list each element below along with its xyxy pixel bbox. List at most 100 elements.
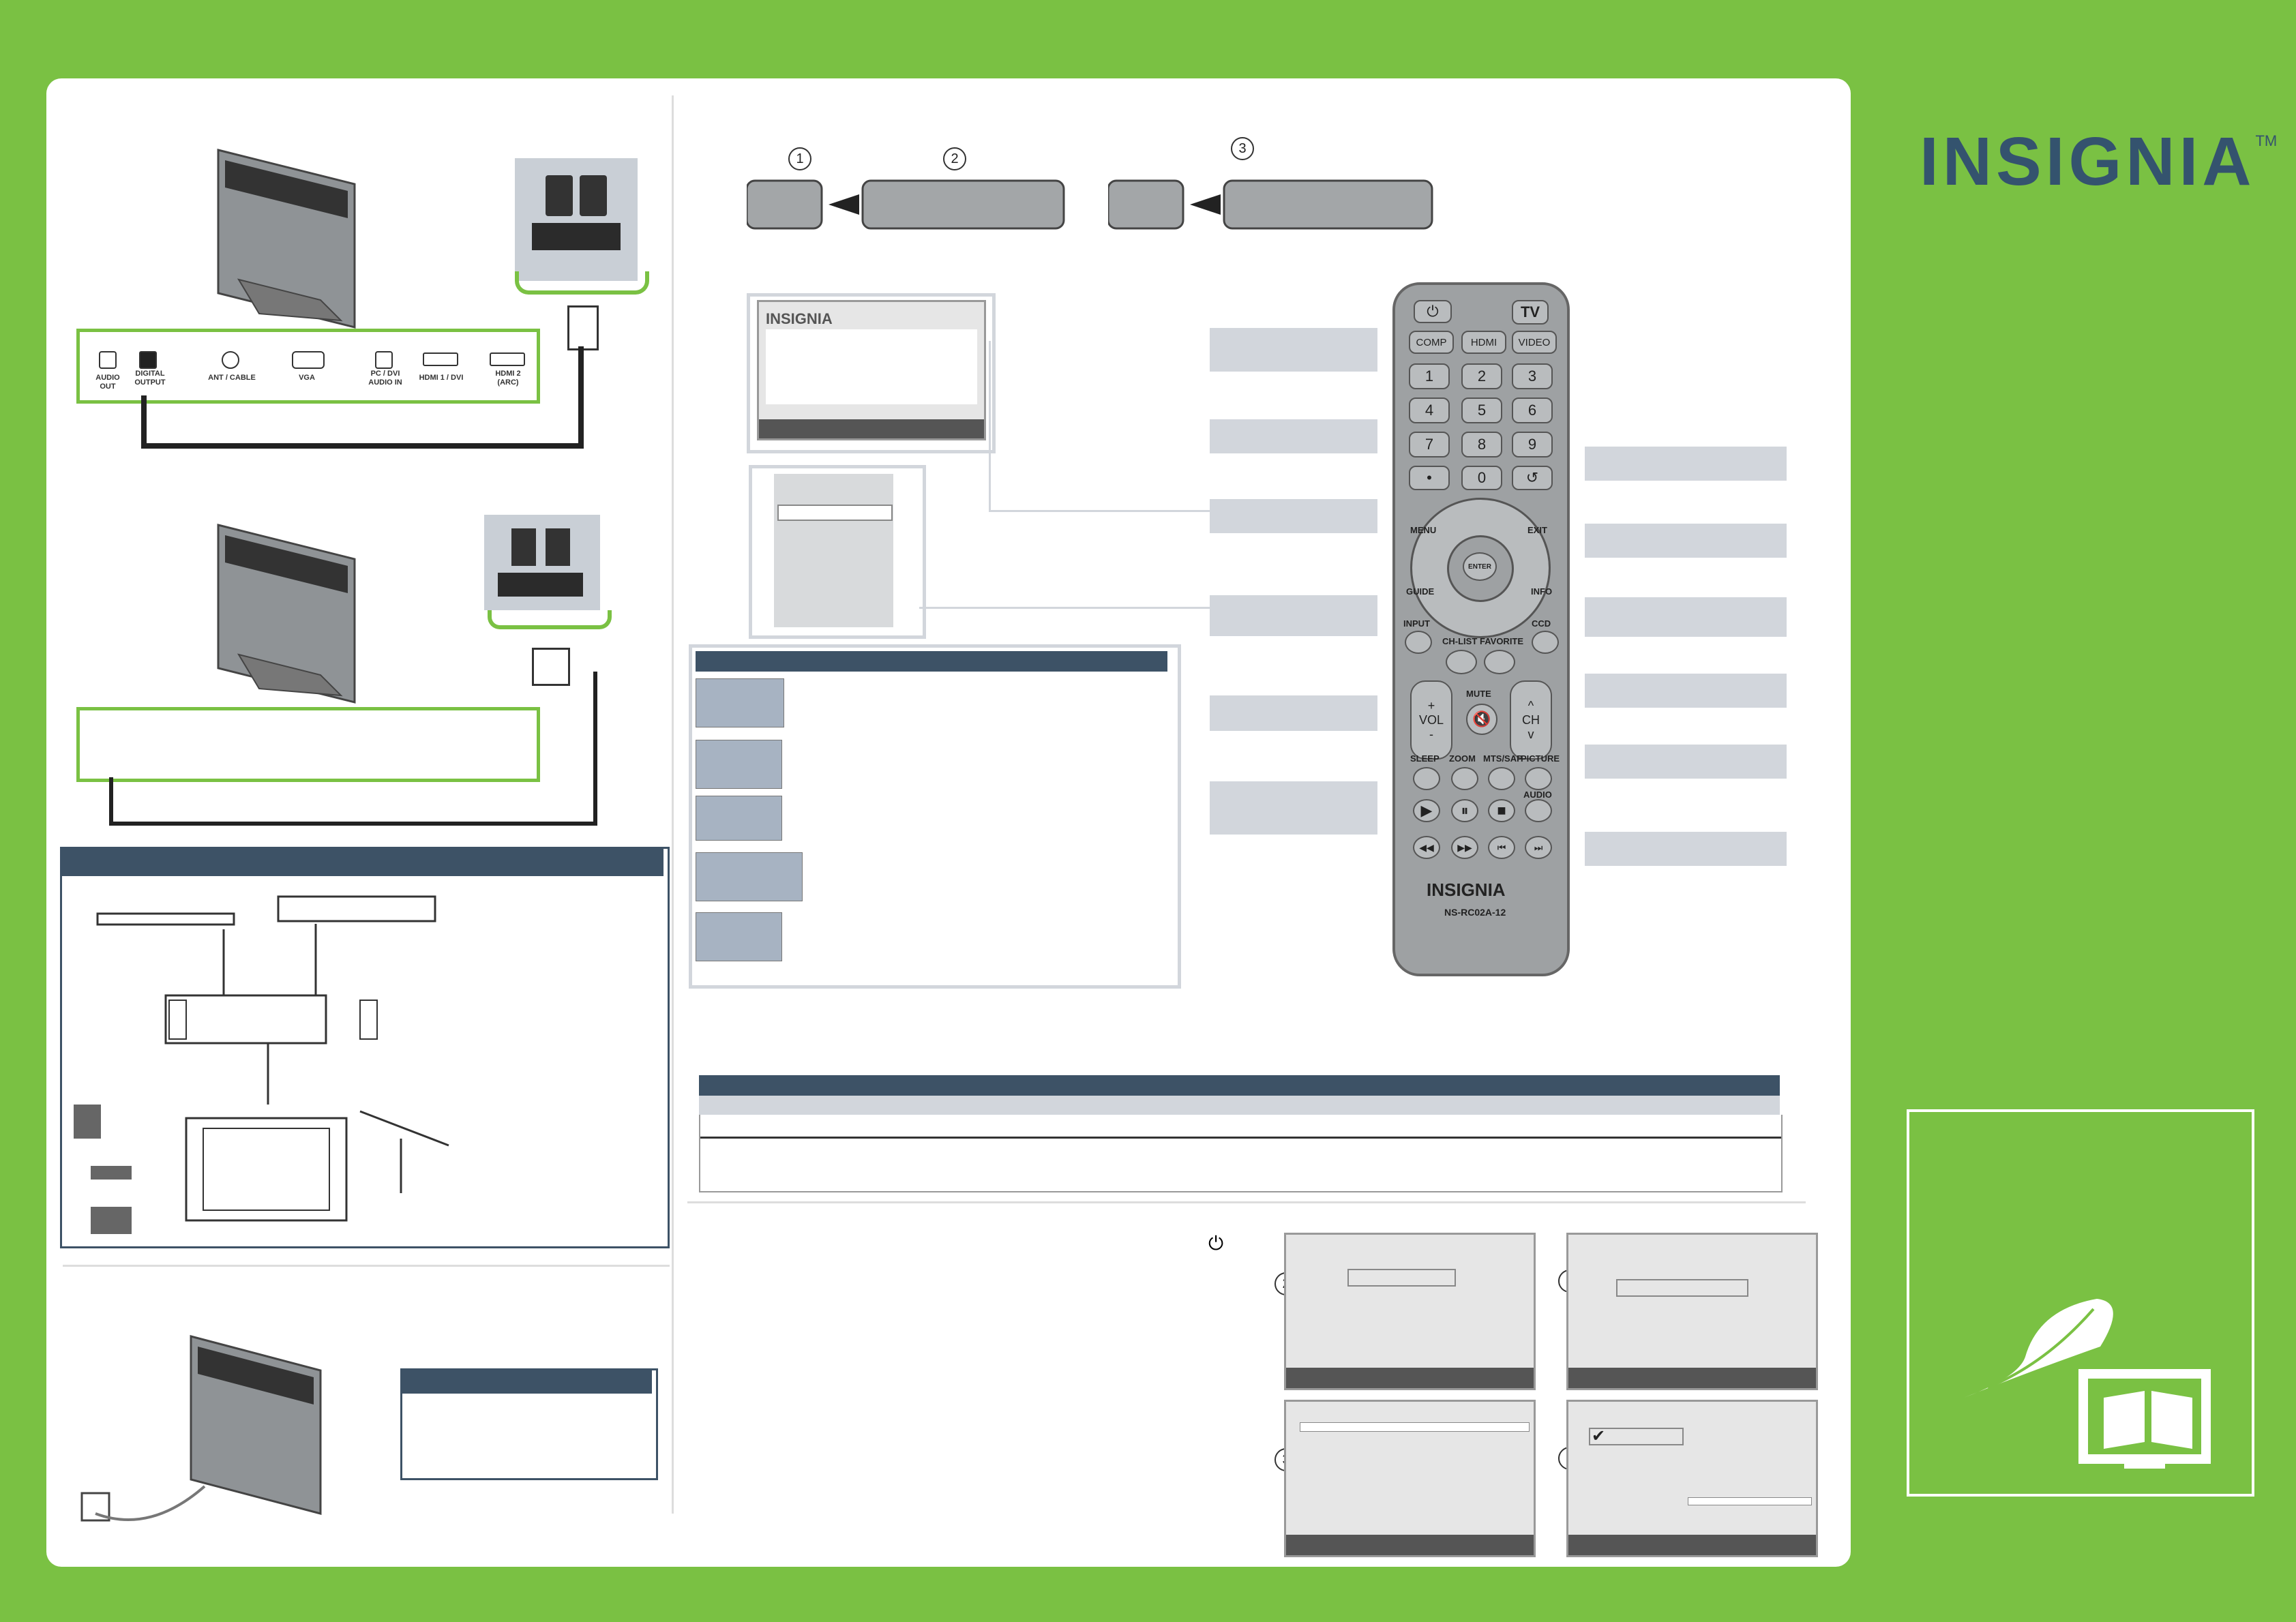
- fast-forward-button[interactable]: ▶▶: [1451, 836, 1478, 859]
- spec-table-header: [699, 1075, 1780, 1096]
- digit-2-button[interactable]: 2: [1461, 363, 1502, 389]
- digit-0-button[interactable]: 0: [1461, 466, 1502, 490]
- menu-screen-3: [1284, 1400, 1536, 1557]
- rewind-button[interactable]: ◀◀: [1413, 836, 1440, 859]
- play-button[interactable]: ▶: [1413, 799, 1440, 822]
- picture-label: PICTURE: [1521, 753, 1560, 764]
- thumb-3: [696, 796, 782, 841]
- exit-label: EXIT: [1527, 525, 1547, 535]
- back-panel-connectors: [76, 329, 540, 404]
- recall-button[interactable]: ↺: [1512, 466, 1553, 490]
- zoom-label: ZOOM: [1449, 753, 1476, 764]
- channel-rocker[interactable]: ^ CH v: [1510, 680, 1552, 760]
- onscreen-menu: INSIGNIA: [757, 300, 986, 440]
- label-box-1: [1210, 328, 1377, 372]
- optical-cable: [578, 346, 584, 449]
- comp-button[interactable]: COMP: [1409, 331, 1454, 354]
- port-label-hdmi1: HDMI 1 / DVI: [419, 374, 464, 382]
- zoom-button[interactable]: [1451, 767, 1478, 790]
- bracket: [515, 271, 649, 295]
- menu-screen-4: [1566, 1233, 1818, 1390]
- optical-cable-bottom: [141, 443, 584, 449]
- digit-3-button[interactable]: 3: [1512, 363, 1553, 389]
- port-label-ant-cable: ANT / CABLE: [208, 374, 256, 382]
- label-box-2: [1210, 419, 1377, 453]
- digital-output-port: [139, 351, 157, 369]
- input-button[interactable]: [1405, 631, 1432, 654]
- section-divider-left: [63, 1265, 670, 1267]
- label-box-r4: [1585, 674, 1787, 708]
- label-box-5: [1210, 695, 1377, 731]
- menu-link-line: [989, 341, 991, 511]
- stop-button[interactable]: ■: [1488, 799, 1515, 822]
- next-button[interactable]: ⏭: [1525, 836, 1552, 859]
- pause-button[interactable]: ⏸: [1451, 799, 1478, 822]
- back-panel-connectors-2: [76, 707, 540, 782]
- system-diagram: [60, 847, 670, 1248]
- menu-illustration-frame: [747, 293, 996, 453]
- tv-back-illustration-2: [184, 518, 361, 709]
- digit-7-button[interactable]: 7: [1409, 432, 1450, 457]
- favorite-button[interactable]: [1484, 650, 1515, 674]
- audio-label: AUDIO: [1523, 790, 1552, 800]
- power-icon: ⏻: [1427, 303, 1439, 320]
- power-icon-inline: ⏻: [1208, 1233, 1224, 1254]
- recall-icon: ↺: [1525, 469, 1539, 486]
- ch-list-button[interactable]: [1446, 650, 1477, 674]
- label-box-r1: [1585, 447, 1787, 481]
- power-button[interactable]: ⏻: [1414, 300, 1452, 323]
- submenu-panel: [774, 474, 893, 627]
- home-theater-photo-2: [484, 515, 600, 610]
- ch-list-label: CH-LIST: [1442, 636, 1478, 646]
- enter-button[interactable]: ENTER: [1463, 552, 1497, 581]
- rca-plug: [532, 648, 570, 686]
- optical-plug: [567, 305, 599, 350]
- dot-button[interactable]: •: [1409, 466, 1450, 490]
- menu-screen-2: [1284, 1233, 1536, 1390]
- vol-plus: +: [1427, 698, 1435, 712]
- fast-forward-icon: ▶▶: [1457, 841, 1472, 853]
- previous-icon: ⏮: [1497, 841, 1506, 853]
- battery-step-3-art: [1107, 177, 1435, 232]
- previous-button[interactable]: ⏮: [1488, 836, 1515, 859]
- power-note-box: [400, 1368, 658, 1480]
- next-icon: ⏭: [1534, 841, 1543, 853]
- picture-button[interactable]: [1525, 767, 1552, 790]
- submenu-frame: [749, 465, 926, 639]
- thumb-2: [696, 740, 782, 789]
- mts-sap-button[interactable]: [1488, 767, 1515, 790]
- ccd-label: CCD: [1532, 618, 1551, 629]
- port-row: [95, 348, 532, 389]
- mts-label: MTS/SAP: [1483, 753, 1523, 764]
- picture-mode-header: [696, 651, 1167, 672]
- menu-label: MENU: [1410, 525, 1437, 535]
- digit-8-button[interactable]: 8: [1461, 432, 1502, 457]
- thumb-1: [696, 678, 784, 727]
- digit-5-button[interactable]: 5: [1461, 397, 1502, 423]
- digit-9-button[interactable]: 9: [1512, 432, 1553, 457]
- digit-1-button[interactable]: 1: [1409, 363, 1450, 389]
- hdmi1-port: [423, 352, 458, 366]
- remote-logo: INSIGNIA: [1427, 880, 1506, 900]
- volume-rocker[interactable]: + VOL -: [1410, 680, 1452, 760]
- pc-audio-port: [375, 351, 393, 369]
- hdmi-button[interactable]: HDMI: [1461, 331, 1506, 354]
- tv-power-illustration: [68, 1330, 327, 1534]
- tv-button[interactable]: TV: [1512, 300, 1549, 325]
- play-icon: ▶: [1420, 802, 1433, 819]
- digit-4-button[interactable]: 4: [1409, 397, 1450, 423]
- audio-out-port: [99, 351, 117, 369]
- home-theater-photo: [515, 158, 638, 281]
- audio-button[interactable]: [1525, 799, 1552, 822]
- brand-logo: INSIGNIATM: [1920, 123, 2278, 200]
- video-button[interactable]: VIDEO: [1512, 331, 1557, 354]
- step-3-badge: 3: [1231, 137, 1254, 160]
- ccd-button[interactable]: [1532, 631, 1559, 654]
- sleep-button[interactable]: [1413, 767, 1440, 790]
- picture-mode-box: [689, 644, 1181, 989]
- section-divider: [687, 1201, 1806, 1203]
- digit-6-button[interactable]: 6: [1512, 397, 1553, 423]
- mute-button[interactable]: 🔇: [1466, 704, 1497, 735]
- optical-cable-left: [141, 395, 147, 449]
- vol-minus: -: [1429, 727, 1433, 741]
